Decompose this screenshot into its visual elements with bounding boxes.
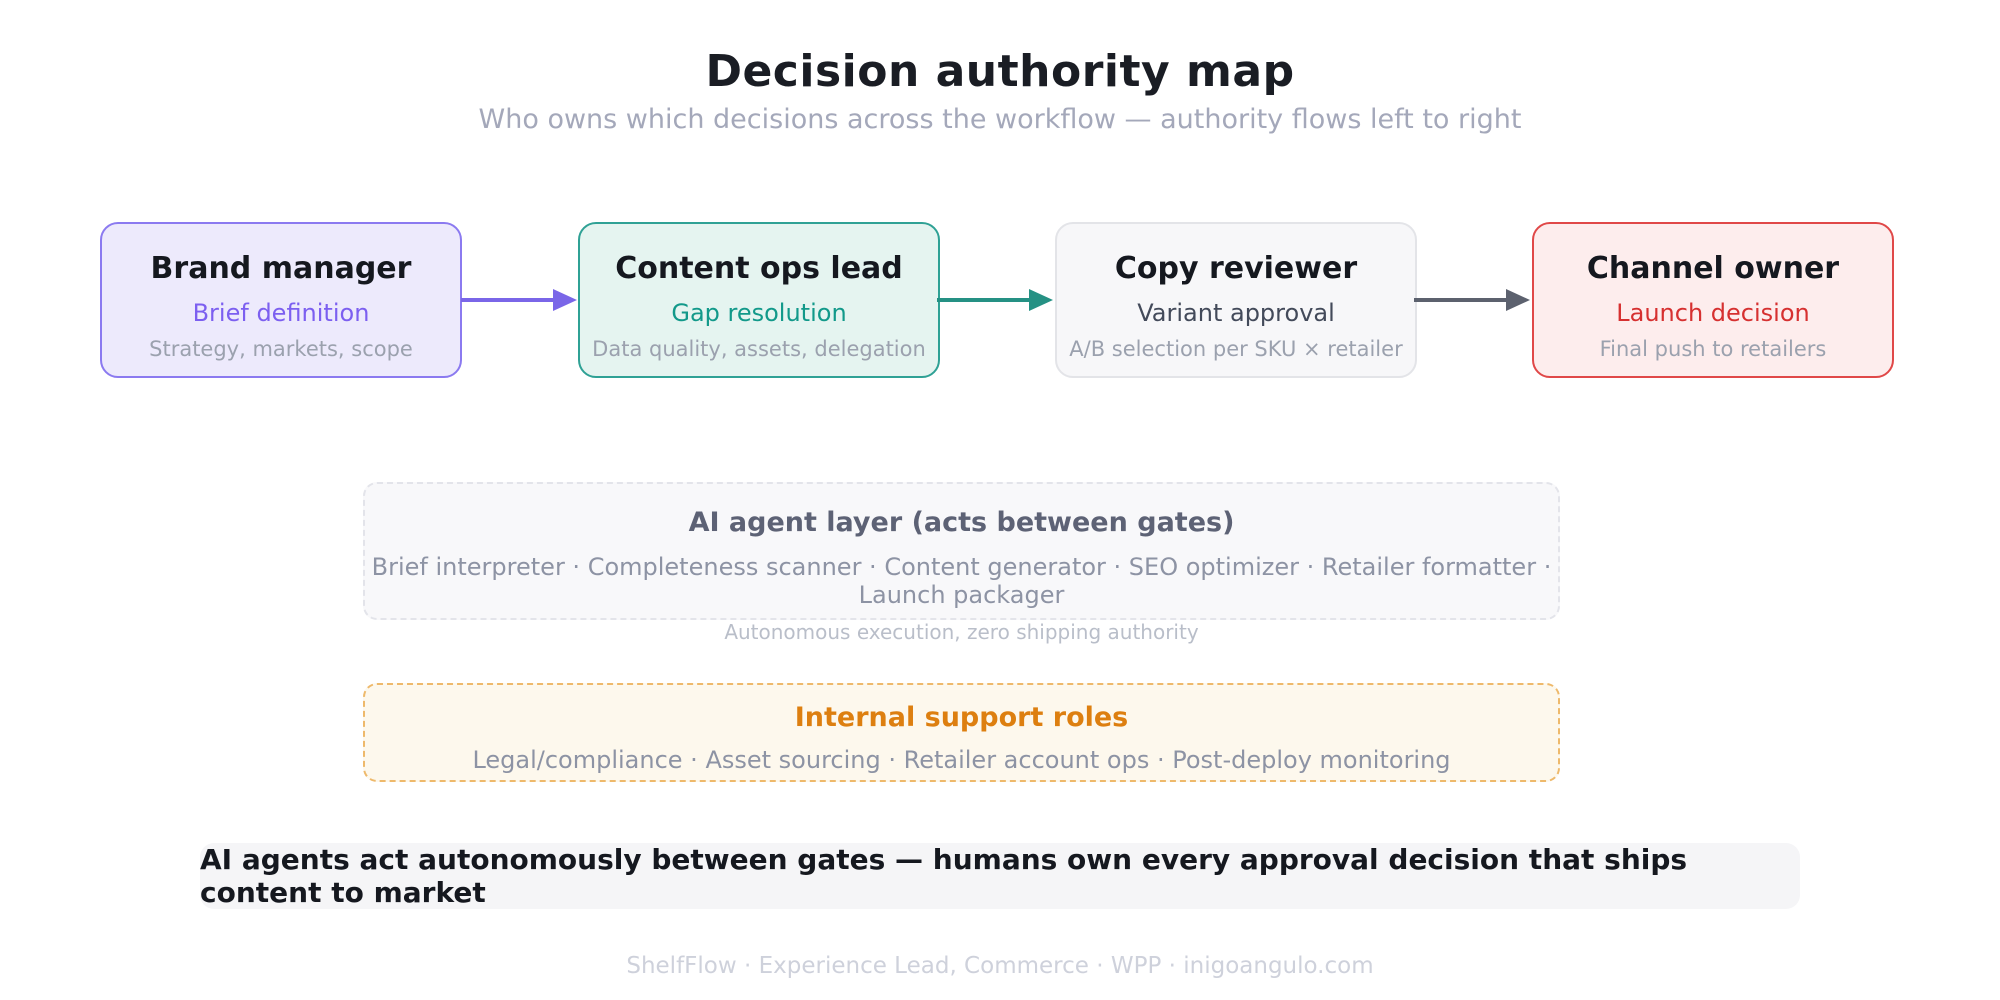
footer-credit: ShelfFlow · Experience Lead, Commerce · … [626, 953, 1374, 979]
ai-layer-title: AI agent layer (acts between gates) [688, 507, 1235, 538]
support-roles-box: Internal support roles Legal/compliance … [363, 683, 1560, 782]
role-title: Brand manager [150, 251, 412, 286]
role-card-channel-owner: Channel owner Launch decision Final push… [1532, 222, 1894, 378]
page-title: Decision authority map [705, 46, 1295, 97]
role-card-copy-reviewer: Copy reviewer Variant approval A/B selec… [1055, 222, 1417, 378]
ai-layer-agents: Brief interpreter · Completeness scanner… [371, 553, 1552, 609]
role-detail: Data quality, assets, delegation [592, 337, 926, 361]
role-detail: Final push to retailers [1599, 337, 1827, 361]
flow-arrow-icon [461, 289, 577, 311]
summary-banner: AI agents act autonomously between gates… [200, 843, 1800, 909]
ai-agent-layer-box: AI agent layer (acts between gates) Brie… [363, 482, 1560, 644]
role-card-content-ops-lead: Content ops lead Gap resolution Data qua… [578, 222, 940, 378]
role-title: Content ops lead [615, 251, 903, 286]
role-decision: Launch decision [1616, 299, 1810, 327]
role-title: Copy reviewer [1114, 251, 1358, 286]
support-roles-title: Internal support roles [794, 702, 1129, 733]
flow-arrow-icon [937, 289, 1053, 311]
role-decision: Variant approval [1137, 299, 1335, 327]
role-card-brand-manager: Brand manager Brief definition Strategy,… [100, 222, 462, 378]
page-subtitle: Who owns which decisions across the work… [478, 104, 1522, 135]
role-detail: A/B selection per SKU × retailer [1069, 337, 1403, 361]
flow-arrow-icon [1414, 289, 1530, 311]
ai-layer-note: Autonomous execution, zero shipping auth… [724, 620, 1199, 644]
role-title: Channel owner [1586, 251, 1840, 286]
role-decision: Gap resolution [671, 299, 847, 327]
role-decision: Brief definition [192, 299, 370, 327]
support-roles-list: Legal/compliance · Asset sourcing · Reta… [472, 746, 1451, 774]
role-detail: Strategy, markets, scope [149, 337, 413, 361]
